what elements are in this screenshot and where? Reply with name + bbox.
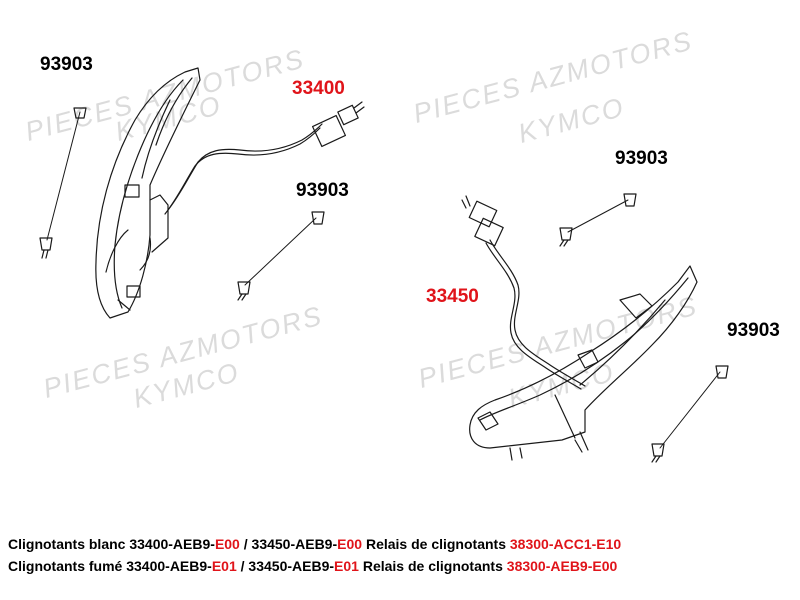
screw-top-right [559, 193, 637, 247]
relay-code: 38300-AEB9-E00 [506, 558, 618, 574]
reference-code: E01 [334, 558, 359, 574]
reference-prefix: Clignotants fumé 33400-AEB9- [8, 558, 212, 574]
part-label-right-lamp: 33450 [426, 286, 479, 307]
reference-line-white: Clignotants blanc 33400-AEB9-E00 / 33450… [8, 533, 621, 555]
right-lamp-connector [461, 195, 504, 247]
left-lamp-connector [311, 101, 365, 148]
right-turn-signal-lamp [469, 265, 698, 461]
reference-code: E01 [211, 558, 237, 574]
part-label-screw-mid-left: 93903 [296, 180, 349, 201]
part-reference-notes: Clignotants blanc 33400-AEB9-E00 / 33450… [8, 533, 621, 577]
part-label-left-lamp: 33400 [292, 78, 345, 99]
relay-text: Relais de clignotants [362, 536, 510, 552]
left-lamp-wiring [164, 123, 323, 215]
relay-code: 38300-ACC1-E10 [509, 536, 622, 552]
reference-separator: / 33450-AEB9- [239, 536, 338, 552]
reference-prefix: Clignotants blanc 33400-AEB9- [8, 536, 215, 552]
relay-text: Relais de clignotants [358, 558, 507, 574]
reference-code: E00 [214, 536, 240, 552]
part-label-screw-right: 93903 [727, 320, 780, 341]
part-label-screw-top-left: 93903 [40, 54, 93, 75]
reference-code: E00 [337, 536, 363, 552]
screw-mid-left [237, 211, 325, 301]
reference-line-smoked: Clignotants fumé 33400-AEB9-E01 / 33450-… [8, 555, 621, 577]
screw-right [651, 365, 729, 463]
part-label-screw-top-right: 93903 [615, 148, 668, 169]
screw-top-left [39, 107, 87, 259]
reference-separator: / 33450-AEB9- [236, 558, 335, 574]
left-turn-signal-lamp [95, 67, 201, 319]
right-lamp-wiring [485, 239, 586, 390]
